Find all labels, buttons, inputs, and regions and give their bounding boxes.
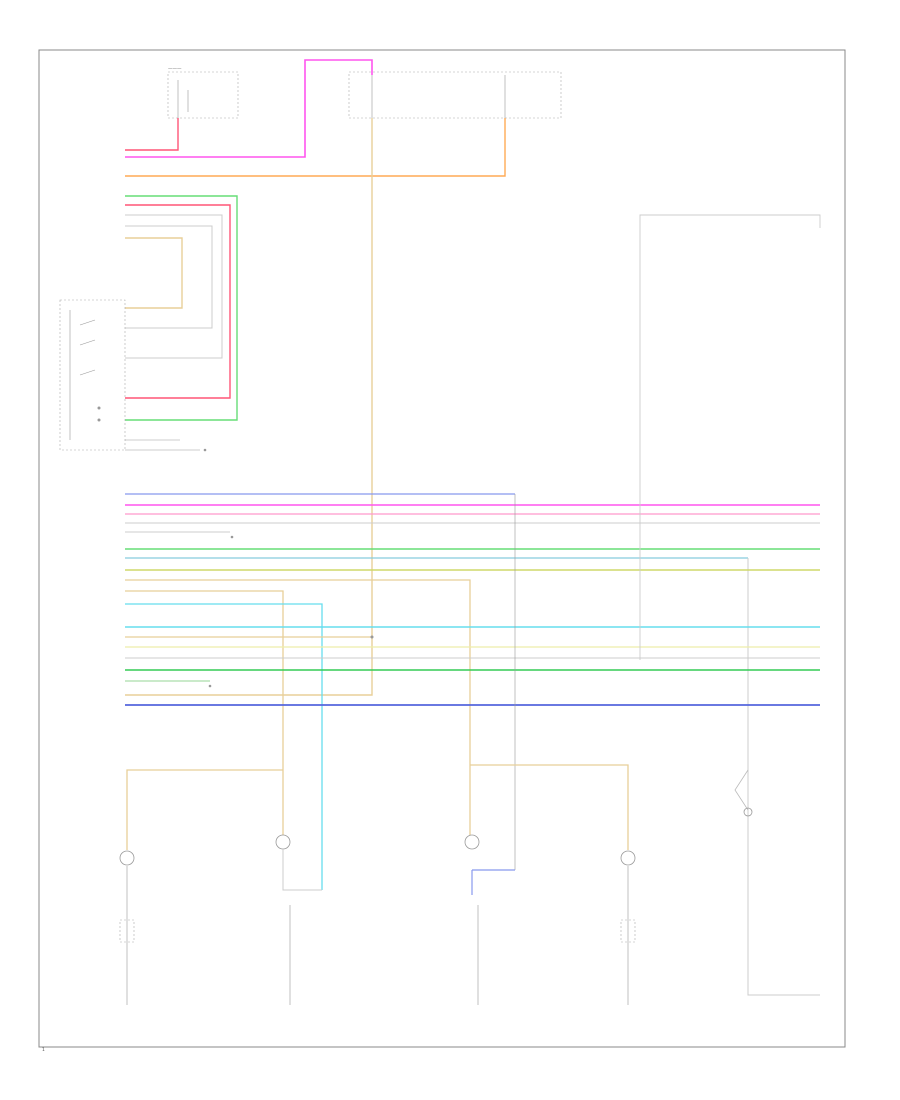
fuse-block-right — [348, 71, 562, 119]
wire-tan-bus-2 — [125, 590, 284, 770]
svg-text:———: ——— — [168, 67, 182, 72]
wire-red-feed — [125, 118, 179, 151]
wire-cyan-bus-drop — [747, 558, 820, 996]
page-number: 1 — [42, 1047, 45, 1053]
lamp-circuit-4 — [620, 850, 636, 1005]
lamp-circuit-5 — [734, 769, 753, 817]
wire-red-switch — [125, 204, 231, 399]
wire-gray-right — [639, 214, 821, 660]
lamp-circuit-2 — [275, 770, 322, 1005]
lamp-circuit-3 — [464, 764, 629, 1005]
fuse-block-left: ——— — [167, 67, 239, 119]
wire-tan-trunk — [125, 118, 373, 696]
lamp-circuit-1 — [119, 769, 283, 1005]
wire-pink-feed — [125, 59, 373, 158]
wire-gray-switch-2 — [125, 225, 213, 329]
wire-orange-feed — [125, 118, 506, 177]
headlamp-switch — [59, 299, 207, 452]
wire-gray-switch — [125, 214, 223, 359]
wire-tan-switch — [125, 237, 183, 309]
wire-tan-bus-1 — [125, 579, 471, 765]
wire-green-switch — [125, 195, 238, 421]
diagram-frame — [38, 49, 846, 1048]
wire-cyan-bus-2 — [125, 603, 323, 890]
